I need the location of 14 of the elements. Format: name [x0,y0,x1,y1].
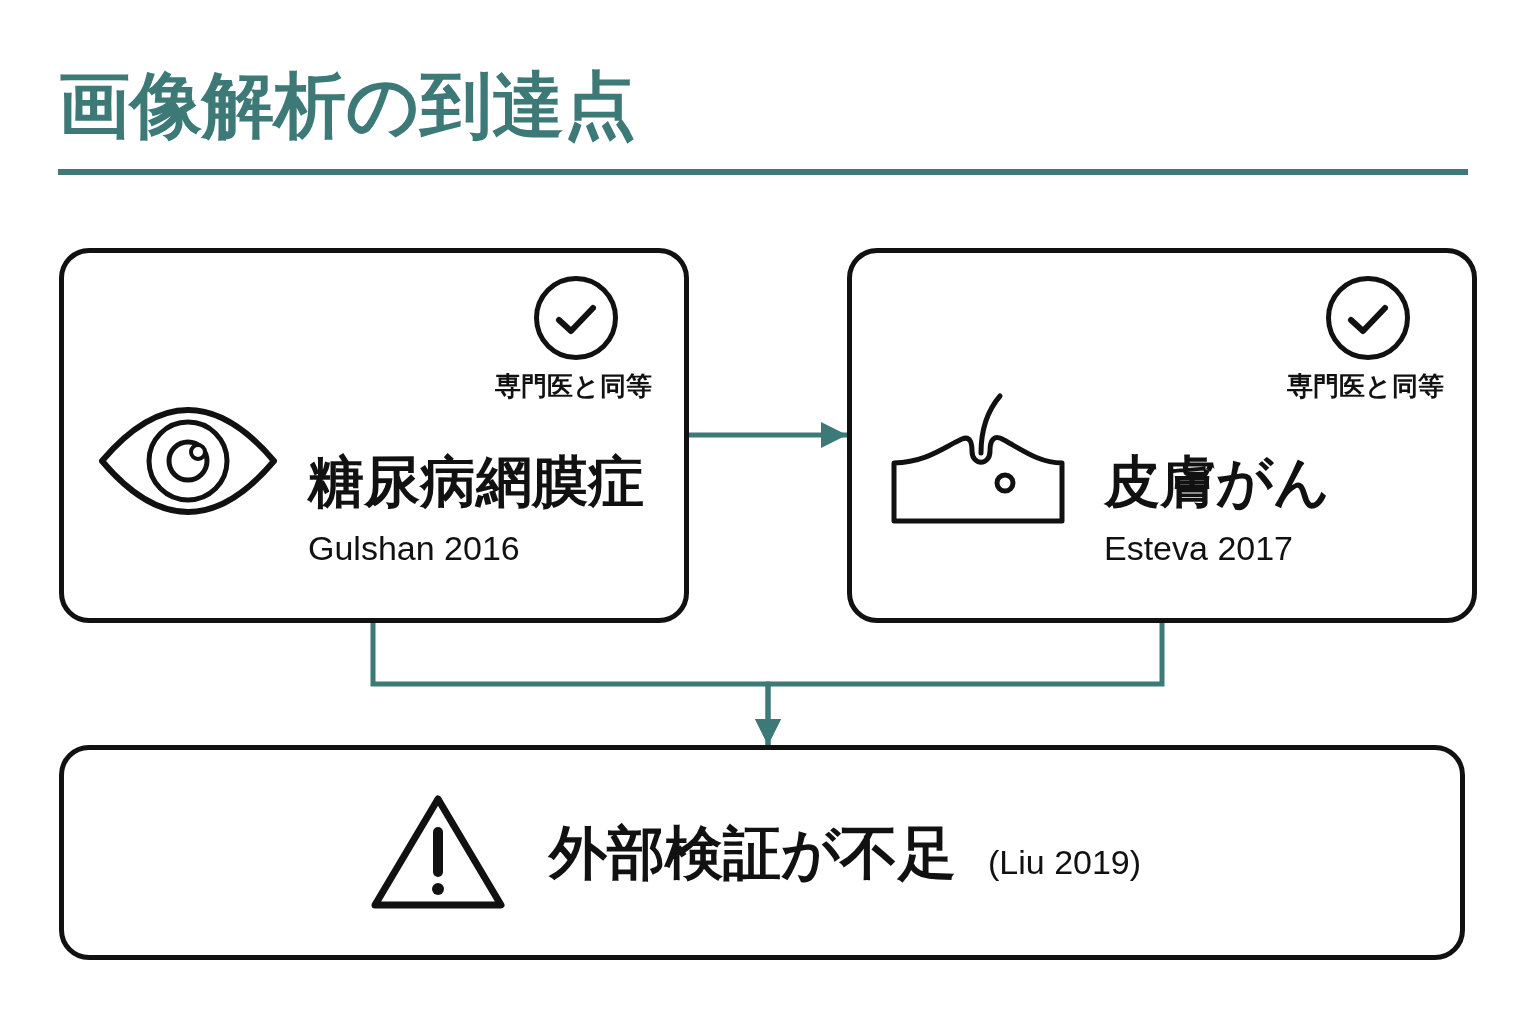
card-title: 皮膚がん [1104,449,1330,515]
arrow [755,623,1165,745]
page-title: 画像解析の到達点 [58,64,636,147]
card-title: 糖尿病網膜症 [308,449,644,515]
rounded-box [847,248,1477,623]
citation: Esteva 2017 [1104,528,1294,569]
status-label: 専門医と同等 [1287,371,1444,403]
rounded-box [59,745,1465,960]
citation: Gulshan 2016 [308,528,520,569]
status-label: 専門医と同等 [495,371,652,403]
arrow [689,422,847,448]
rounded-box [59,248,689,623]
citation: (Liu 2019) [988,842,1142,883]
card-title: 外部検証が不足 [549,819,956,887]
